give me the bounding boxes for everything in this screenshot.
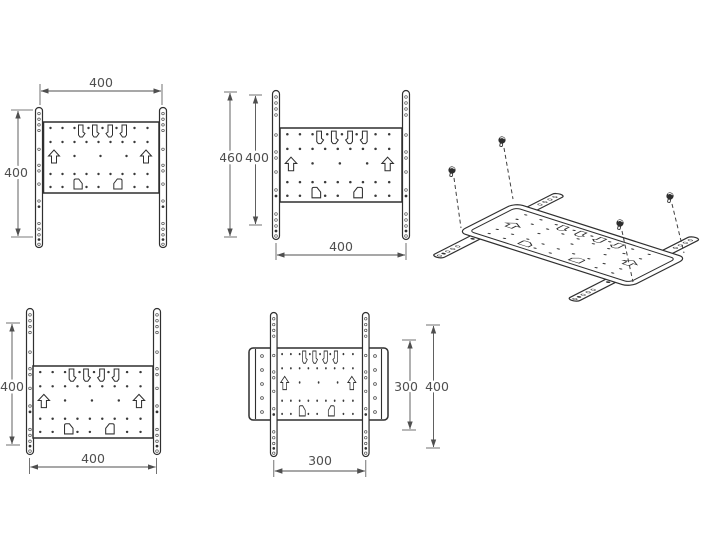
dim-label: 400	[425, 379, 449, 394]
vesa-plate	[248, 347, 389, 421]
dimension-right-outer-height: 400	[423, 324, 451, 449]
dim-label: 300	[394, 379, 418, 394]
screw-2	[496, 135, 514, 200]
dimension-bottom-width: 300	[273, 451, 367, 477]
right-rail	[401, 89, 411, 241]
vesa-plate	[42, 121, 160, 194]
right-rail	[152, 307, 162, 456]
dimension-left-inner-height: 400	[243, 94, 271, 226]
dim-label: 400	[4, 165, 28, 180]
dimension-bottom-width: 400	[29, 449, 157, 474]
assembly-plate-group	[430, 191, 702, 304]
figure-front-view-460: 460 400 400	[220, 89, 411, 260]
dimension-right-inner-height: 300	[392, 339, 420, 431]
dim-label: 460	[220, 150, 243, 165]
left-rail	[269, 311, 278, 458]
screw-3	[664, 191, 685, 254]
vesa-plate	[32, 365, 154, 439]
left-rail	[34, 106, 44, 249]
vesa-plate	[279, 127, 403, 203]
dim-label: 300	[308, 453, 332, 468]
dimension-bottom-width: 400	[275, 237, 407, 260]
figure-front-view-400x400: 400 400	[2, 73, 168, 249]
dim-label: 400	[81, 451, 105, 466]
dimension-left-height: 400	[2, 109, 33, 238]
dim-label: 400	[0, 379, 24, 394]
tab-holes	[260, 354, 377, 414]
screw-4	[614, 218, 634, 283]
dim-label: 400	[329, 239, 353, 254]
dimension-left-height: 400	[0, 322, 26, 446]
dim-label: 400	[245, 150, 269, 165]
right-rail	[361, 311, 370, 458]
figure-front-view-plate-low: 400 400	[0, 307, 162, 474]
figure-isometric-assembly	[430, 135, 702, 304]
figure-front-view-300x400: 300 400 300	[248, 311, 451, 477]
screw-1	[446, 165, 462, 229]
dimension-top-width: 400	[39, 73, 163, 105]
dim-label: 400	[89, 75, 113, 90]
left-rail	[271, 89, 281, 241]
right-rail	[158, 106, 168, 249]
dimension-left-outer-height: 460	[220, 91, 245, 238]
